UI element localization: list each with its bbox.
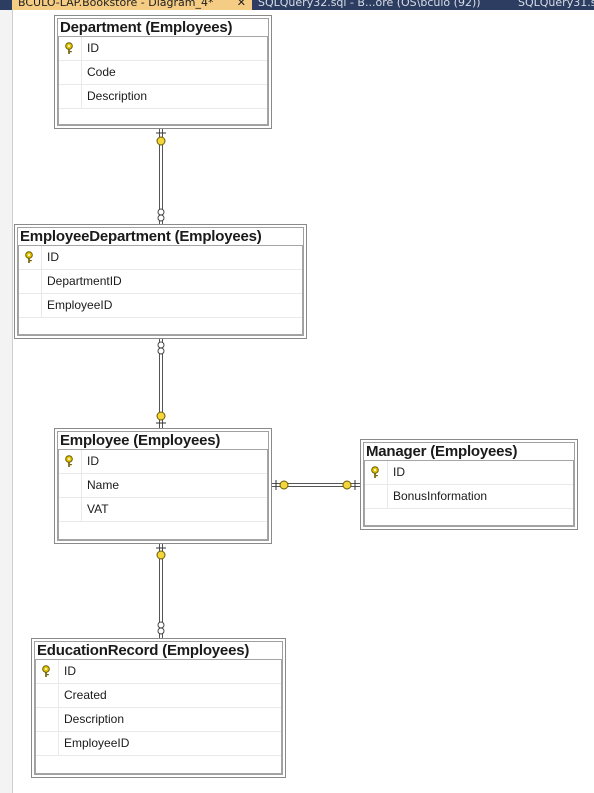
table-educationrecord[interactable]: EducationRecord (Employees) ID Created D… — [31, 638, 286, 778]
tab-diagram[interactable]: BCULO-LAP.Bookstore - Diagram_4* ✕ — [12, 0, 252, 10]
table-employeedepartment[interactable]: EmployeeDepartment (Employees) ID Depart… — [14, 224, 307, 339]
column-row[interactable]: VAT — [59, 498, 267, 522]
table-title: Manager (Employees) — [366, 443, 518, 460]
table-employee[interactable]: Employee (Employees) ID Name VAT — [54, 428, 272, 544]
table-department[interactable]: Department (Employees) ID Code Descripti… — [54, 15, 272, 129]
column-name: EmployeeID — [47, 298, 113, 312]
tab-query31-label: SQLQuery31.sq — [518, 0, 594, 9]
column-row[interactable]: Description — [59, 85, 267, 109]
tab-diagram-label: BCULO-LAP.Bookstore - Diagram_4* — [18, 0, 214, 9]
column-row[interactable]: BonusInformation — [365, 485, 573, 509]
column-grid: ID Code Description — [58, 36, 268, 125]
column-name: Name — [87, 478, 120, 492]
column-name: Description — [87, 89, 148, 103]
column-name: BonusInformation — [393, 489, 488, 503]
relationship-department-employeedepartment[interactable] — [156, 128, 166, 224]
column-grid: ID DepartmentID EmployeeID — [18, 245, 303, 335]
table-title: EducationRecord (Employees) — [37, 642, 250, 659]
tab-close-icon[interactable]: ✕ — [236, 0, 246, 9]
key-icon — [65, 42, 73, 54]
column-row[interactable]: ID — [36, 660, 281, 684]
table-title: EmployeeDepartment (Employees) — [20, 228, 262, 245]
relationship-employee-manager[interactable] — [271, 480, 361, 490]
tab-query32[interactable]: SQLQuery32.sql - B...ore (OS\bculo (92)) — [252, 0, 512, 10]
column-name: Created — [64, 688, 107, 702]
column-name: Code — [87, 65, 116, 79]
column-name: VAT — [87, 502, 109, 516]
column-row[interactable]: Name — [59, 474, 267, 498]
column-row[interactable]: EmployeeID — [36, 732, 281, 756]
column-name: ID — [64, 664, 76, 678]
key-icon — [42, 665, 50, 677]
column-row[interactable]: Description — [36, 708, 281, 732]
column-name: ID — [87, 454, 99, 468]
table-title: Department (Employees) — [60, 19, 233, 36]
column-grid: ID BonusInformation — [364, 460, 574, 526]
table-manager[interactable]: Manager (Employees) ID BonusInformation — [360, 439, 578, 530]
document-tab-bar: BCULO-LAP.Bookstore - Diagram_4* ✕ SQLQu… — [0, 0, 594, 10]
column-row[interactable]: ID — [365, 461, 573, 485]
column-row[interactable]: Code — [59, 61, 267, 85]
relationship-employeedepartment-employee[interactable] — [156, 338, 166, 428]
column-row[interactable]: Created — [36, 684, 281, 708]
column-name: ID — [87, 41, 99, 55]
column-grid: ID Name VAT — [58, 449, 268, 540]
column-name: DepartmentID — [47, 274, 122, 288]
key-icon — [25, 251, 33, 263]
column-name: Description — [64, 712, 125, 726]
key-icon — [65, 455, 73, 467]
column-row[interactable]: EmployeeID — [19, 294, 302, 318]
column-row[interactable]: ID — [59, 37, 267, 61]
relationship-employee-educationrecord[interactable] — [156, 543, 166, 638]
column-name: EmployeeID — [64, 736, 130, 750]
table-title: Employee (Employees) — [60, 432, 221, 449]
tab-query31[interactable]: SQLQuery31.sq — [512, 0, 594, 10]
column-grid: ID Created Description EmployeeID — [35, 659, 282, 774]
column-row[interactable]: ID — [19, 246, 302, 270]
column-name: ID — [47, 250, 59, 264]
column-name: ID — [393, 465, 405, 479]
column-row[interactable]: DepartmentID — [19, 270, 302, 294]
left-margin — [0, 10, 13, 793]
key-icon — [371, 466, 379, 478]
tab-query32-label: SQLQuery32.sql - B...ore (OS\bculo (92)) — [258, 0, 481, 9]
column-row[interactable]: ID — [59, 450, 267, 474]
